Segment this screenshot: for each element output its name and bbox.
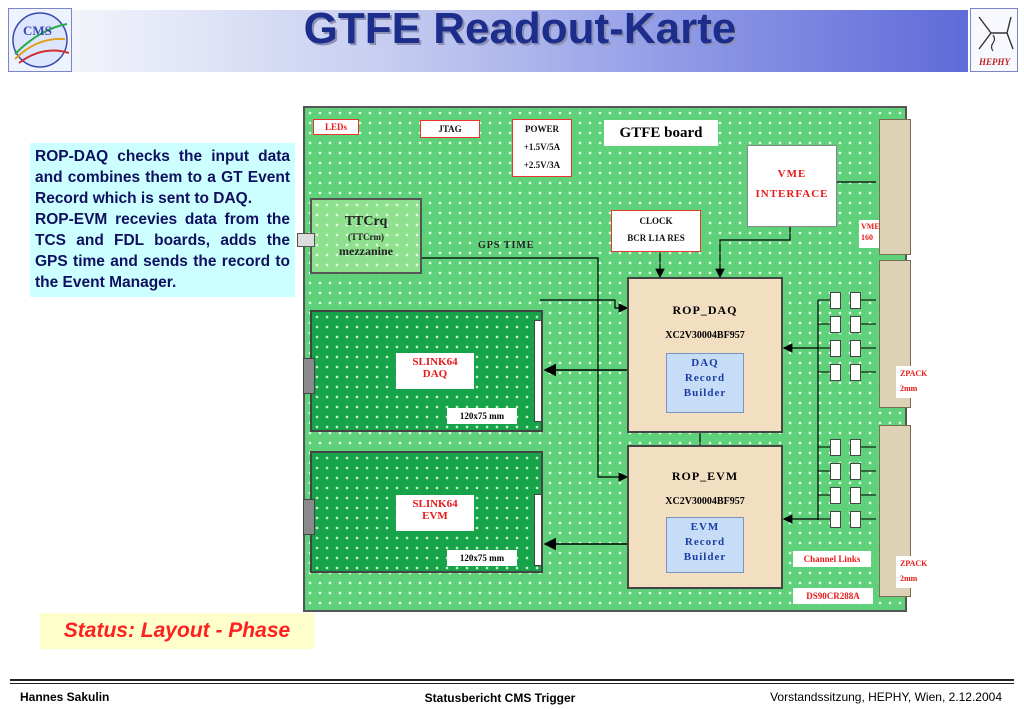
rop-evm-fpga: ROP_EVM XC2V30004BF957 EVM Record Builde… — [627, 445, 783, 589]
daq-builder-line1: DAQ — [691, 357, 719, 369]
status-banner: Status: Layout - Phase — [40, 613, 314, 649]
evm-builder-line3: Builder — [683, 551, 727, 563]
daq-builder-line2: Record — [684, 372, 726, 384]
ttcrq-mezzanine-label: mezzanine — [339, 244, 393, 258]
cms-logo-graphic: CMS — [12, 12, 70, 68]
zpack-top-label: ZPACK 2mm — [896, 366, 940, 398]
channel-link-chip — [830, 340, 841, 357]
rop-evm-chip: XC2V30004BF957 — [665, 496, 745, 507]
header-band — [72, 10, 968, 72]
daq-record-builder: DAQ Record Builder — [666, 353, 744, 413]
rop-daq-fpga: ROP_DAQ XC2V30004BF957 DAQ Record Builde… — [627, 277, 783, 433]
ttc-optical-connector — [297, 233, 315, 247]
channel-link-chip — [850, 316, 861, 333]
vme-interface-line1: VME — [777, 168, 807, 180]
evm-builder-line2: Record — [684, 536, 726, 548]
channel-link-chip — [850, 364, 861, 381]
slink-daq-front-connector — [303, 358, 315, 394]
ttcrq-title: TTCrq — [344, 214, 388, 229]
footer-title: Statusbericht CMS Trigger — [424, 691, 576, 705]
clock-label: CLOCK BCR L1A RES — [611, 210, 701, 252]
ttcrq-subtitle: (TTCrm) — [348, 232, 384, 242]
slink-daq-line1: SLINK64 — [412, 356, 458, 368]
power-title: POWER — [524, 124, 559, 134]
slink-evm-size-label: 120x75 mm — [447, 550, 517, 566]
ds90-label: DS90CR288A — [793, 588, 873, 604]
gtfe-board-title: GTFE board — [604, 120, 718, 146]
evm-builder-line1: EVM — [690, 521, 720, 533]
channel-links-label: Channel Links — [793, 551, 871, 567]
cms-logo: CMS — [8, 8, 72, 72]
description-rop-daq: ROP-DAQ checks the input data and combin… — [35, 148, 290, 207]
slink-evm-front-connector — [303, 499, 315, 535]
cms-logo-text: CMS — [23, 23, 52, 38]
clock-signals: BCR L1A RES — [627, 233, 685, 243]
leds-label: LEDs — [313, 119, 359, 135]
slink-evm-edge-connector — [534, 494, 542, 566]
footer-divider — [10, 679, 1014, 681]
description-rop-evm: ROP-EVM recevies data from the TCS and F… — [35, 210, 290, 291]
vme160-line1: VME — [861, 222, 880, 231]
hephy-logo: HEPHY — [970, 8, 1018, 72]
footer-divider-thin — [10, 683, 1014, 684]
slink-daq-label: SLINK64 DAQ — [396, 353, 474, 389]
footer-event: Vorstandssitzung, HEPHY, Wien, 2.12.2004 — [770, 690, 1002, 704]
channel-link-chip — [830, 316, 841, 333]
channel-link-chip — [830, 364, 841, 381]
description-box: ROP-DAQ checks the input data and combin… — [30, 143, 295, 298]
zpack-top-line1: ZPACK — [900, 369, 928, 378]
vme-interface-line2: INTERFACE — [755, 188, 829, 200]
rop-daq-chip: XC2V30004BF957 — [665, 330, 745, 341]
zpack-bottom-line2: 2mm — [900, 574, 918, 583]
slink-evm-line1: SLINK64 — [412, 498, 458, 510]
hephy-logo-text: HEPHY — [978, 57, 1012, 67]
power-rail-1v5: +1.5V/5A — [523, 142, 561, 152]
zpack-bottom-label: ZPACK 2mm — [896, 556, 940, 588]
slink-daq-line2: DAQ — [422, 368, 448, 380]
vme-interface: VME INTERFACE — [747, 145, 837, 227]
channel-link-chip — [850, 439, 861, 456]
jtag-label: JTAG — [420, 120, 480, 138]
slink-evm-label: SLINK64 EVM — [396, 495, 474, 531]
vme160-line2: 160 — [861, 233, 873, 242]
page-title: GTFE Readout-Karte — [303, 4, 737, 53]
slink-daq-size-label: 120x75 mm — [447, 408, 517, 424]
vme-connector — [879, 119, 911, 255]
evm-record-builder: EVM Record Builder — [666, 517, 744, 573]
zpack-top-line2: 2mm — [900, 384, 918, 393]
channel-link-chip — [830, 487, 841, 504]
daq-builder-line3: Builder — [683, 387, 727, 399]
power-rail-2v5: +2.5V/3A — [523, 160, 561, 170]
channel-link-chip — [850, 487, 861, 504]
rop-evm-name: ROP_EVM — [671, 469, 739, 483]
ttcrq-mezzanine: TTCrq (TTCrm) mezzanine — [310, 198, 422, 274]
channel-link-chip — [830, 292, 841, 309]
hephy-logo-graphic: HEPHY — [978, 16, 1014, 67]
slink-daq-edge-connector — [534, 320, 542, 422]
gps-time-label: GPS TIME — [478, 240, 535, 251]
rop-daq-name: ROP_DAQ — [672, 303, 738, 317]
zpack-bottom-connector — [879, 425, 911, 597]
channel-link-chip — [830, 439, 841, 456]
channel-link-chip — [830, 511, 841, 528]
channel-link-chip — [850, 511, 861, 528]
channel-link-chip — [850, 463, 861, 480]
channel-link-chip — [850, 292, 861, 309]
slink-evm-line2: EVM — [422, 510, 448, 522]
power-label: POWER +1.5V/5A +2.5V/3A — [512, 119, 572, 177]
channel-link-chip — [830, 463, 841, 480]
zpack-bottom-line1: ZPACK — [900, 559, 928, 568]
channel-link-chip — [850, 340, 861, 357]
clock-title: CLOCK — [639, 216, 673, 226]
footer-author: Hannes Sakulin — [20, 690, 110, 704]
